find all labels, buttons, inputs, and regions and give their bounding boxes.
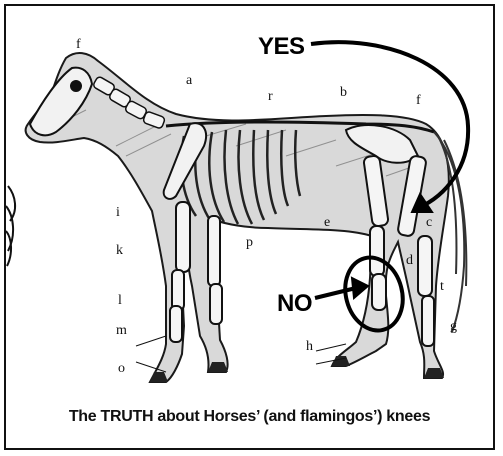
no-arrow [315,278,368,298]
diagram-letter-g: g [450,319,457,334]
diagram-letter-c: c [426,215,432,230]
caption: The TRUTH about Horses’ (and flamingos’)… [6,408,493,426]
diagram-letter-l: l [118,293,122,308]
diagram-letter-f: f [416,93,421,108]
diagram-letter-t: t [440,279,444,294]
edge-scribble [6,186,15,266]
diagram-letter-i: i [116,205,120,220]
diagram-letter-p: p [246,235,253,250]
diagram-letter-m: m [116,323,127,338]
horse-skeleton-illustration: f a r b f i k l m o p e c d t g h [6,6,495,396]
yes-label: YES [258,33,305,61]
diagram-letter-h: h [306,339,313,354]
meme-frame: f a r b f i k l m o p e c d t g h [4,4,495,450]
diagram-letter-r: r [268,89,273,104]
diagram-letter-f-top: f [76,37,81,52]
diagram-letter-b: b [340,85,347,100]
hooves [150,356,444,382]
diagram-letter-e: e [324,215,330,230]
diagram-letter-k: k [116,243,123,258]
diagram-letter-d: d [406,253,413,268]
diagram-letter-a: a [186,73,193,88]
no-label: NO [277,290,312,318]
diagram-letter-o: o [118,361,125,376]
